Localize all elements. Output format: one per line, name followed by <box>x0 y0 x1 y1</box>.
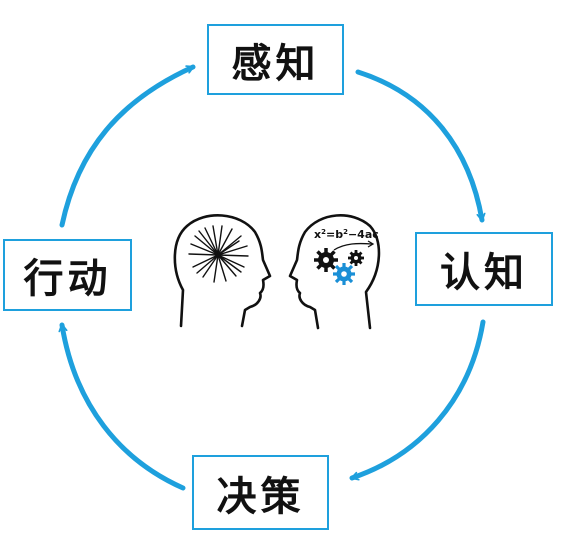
thinking-head-icon: x2=b2−4ac <box>288 214 381 330</box>
arrow-cognition-to-decision <box>349 319 486 481</box>
node-action-label: 行动 <box>23 256 112 302</box>
gear-icon <box>314 248 338 272</box>
node-decision-label: 决策 <box>216 473 305 520</box>
node-perception-label: 感知 <box>231 40 320 87</box>
small-gear-icon <box>348 250 364 266</box>
node-decision: 决策 <box>192 455 329 530</box>
node-cognition-label: 认知 <box>440 250 528 296</box>
node-perception: 感知 <box>207 24 344 95</box>
scribbled-head-icon <box>173 214 272 328</box>
thought-arrow <box>333 242 373 251</box>
arrow-perception-to-cognition <box>355 69 482 223</box>
arrow-decision-to-action <box>62 322 186 491</box>
node-action: 行动 <box>3 239 132 311</box>
node-cognition: 认知 <box>415 232 553 306</box>
arrow-action-to-perception <box>59 64 196 228</box>
blue-gear-icon <box>333 263 355 285</box>
equation-label: x2=b2−4ac <box>314 228 379 241</box>
